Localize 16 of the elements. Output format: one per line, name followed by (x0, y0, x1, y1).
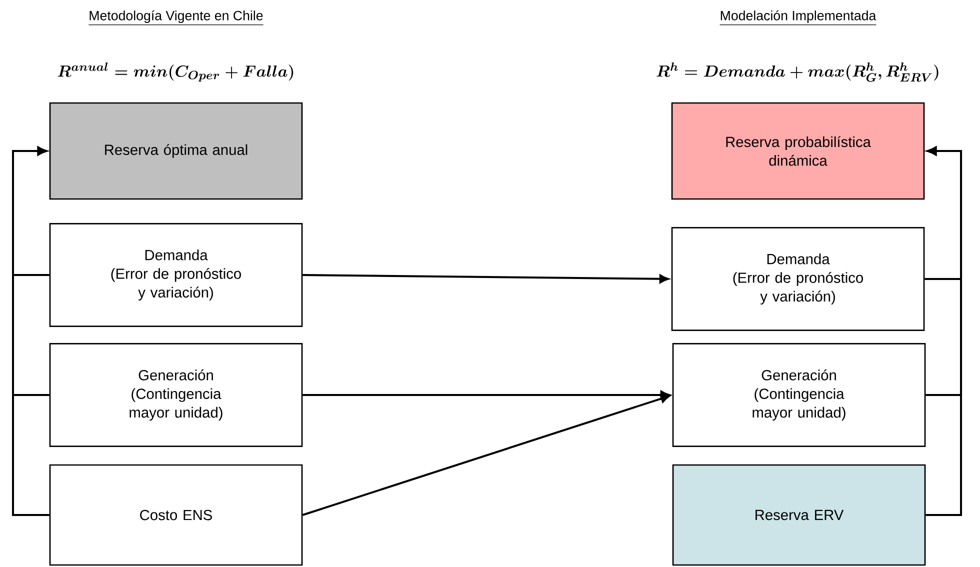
process-box: Reserva ERV (672, 464, 926, 566)
arrow (302, 274, 669, 284)
heading: Metodología Vigente en Chile (88, 10, 264, 26)
process-box: Reserva probabilística dinámica (671, 102, 925, 200)
arrow (302, 394, 670, 516)
process-box: Reserva óptima anual (49, 102, 303, 200)
formula: $R^{anual} = min(C_{Oper} + Falla)$ (58, 62, 294, 82)
process-box: Generación (Contingencia mayor unidad) (672, 343, 926, 447)
process-box: Costo ENS (49, 464, 303, 566)
process-box: Demanda (Error de pronóstico y variación) (49, 223, 303, 327)
arrow (926, 146, 962, 516)
heading: Modelación Implementada (720, 10, 876, 26)
process-box: Generación (Contingencia mayor unidad) (49, 343, 303, 447)
formula: $R^{h} = Demanda + max(R_{G}^{h}, R_{ERV}^{h})$ (656, 62, 938, 82)
process-box: Demanda (Error de pronóstico y variación) (671, 227, 925, 331)
arrow (12, 146, 50, 516)
